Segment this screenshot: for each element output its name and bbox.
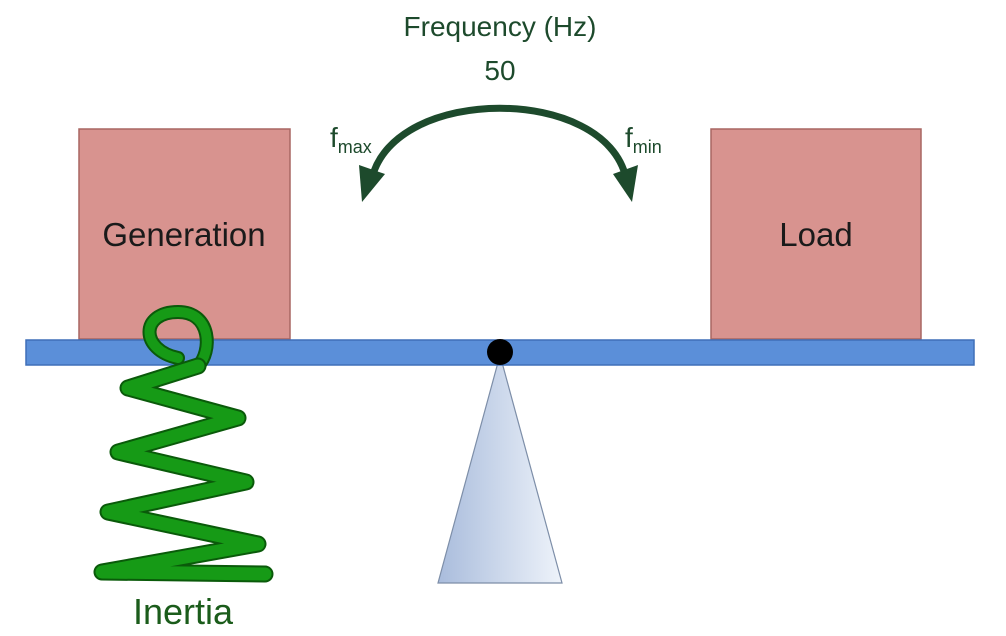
inertia-label: Inertia <box>133 591 234 632</box>
f-min-base: f <box>625 122 633 153</box>
pivot-point <box>487 339 513 365</box>
f-max-subscript: max <box>338 137 372 157</box>
inertia-spring <box>93 305 274 583</box>
load-label: Load <box>779 216 852 253</box>
frequency-swing-arrow <box>359 104 638 202</box>
fulcrum-triangle <box>437 352 563 584</box>
f-min-subscript: min <box>633 137 662 157</box>
generation-block <box>78 128 291 340</box>
load-block <box>710 128 922 340</box>
generation-label: Generation <box>102 216 265 253</box>
f-min-label: fmin <box>625 122 662 157</box>
f-max-base: f <box>330 122 338 153</box>
arrowhead-right-icon <box>613 165 638 202</box>
nominal-frequency-value: 50 <box>484 55 515 86</box>
arrowhead-left-icon <box>359 165 385 202</box>
frequency-title: Frequency (Hz) <box>404 11 597 42</box>
f-max-label: fmax <box>330 122 372 157</box>
